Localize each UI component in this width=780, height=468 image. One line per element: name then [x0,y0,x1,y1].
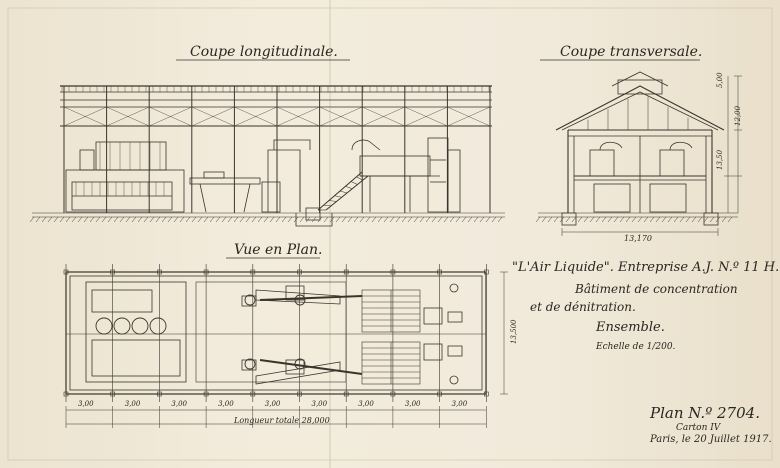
company-line: "L'Air Liquide". Entreprise A.J. N.º 11 … [512,260,780,275]
transversal-width-dimension: 13,170 [624,234,652,243]
building-line-2: et de dénitration. [530,300,636,314]
height-dimension-2: 12,00 [734,105,742,126]
transversal-title: Coupe transversale. [560,44,703,60]
height-dimension-1: 5,00 [716,72,724,88]
plan-bay-dimension: 3,00 [311,400,328,408]
plan-width-dimension: 13,500 [510,319,518,345]
plan-bay-dimension: 3,00 [264,400,281,408]
plan-bay-dimension: 3,00 [124,400,141,408]
carton-label: Carton IV [676,423,721,433]
scale-label: Echelle de 1/200. [596,342,676,352]
plan-view-title: Vue en Plan. [234,242,323,258]
sheet-border [7,7,773,461]
ensemble-title: Ensemble. [596,320,665,335]
transversal-section [535,71,742,236]
plan-bay-dimension: 3,00 [451,400,468,408]
longitudinal-section [29,85,505,227]
plan-view [63,264,508,428]
plan-length-dimension: Longueur totale 28,000 [234,416,330,425]
plan-bay-dimension: 3,00 [358,400,374,408]
longitudinal-title: Coupe longitudinale. [190,44,338,60]
plan-bay-dimension: 3,00 [78,400,94,408]
plan-bay-dimension: 3,00 [218,400,234,408]
plan-bay-dimension: 3,00 [404,400,421,408]
plan-number: Plan N.º 2704. [650,404,760,422]
plan-bay-dimension: 3,00 [171,400,187,408]
date-place: Paris, le 20 Juillet 1917. [650,434,772,445]
height-dimension-3: 13,50 [716,149,724,170]
building-line-1: Bâtiment de concentration [575,282,738,296]
